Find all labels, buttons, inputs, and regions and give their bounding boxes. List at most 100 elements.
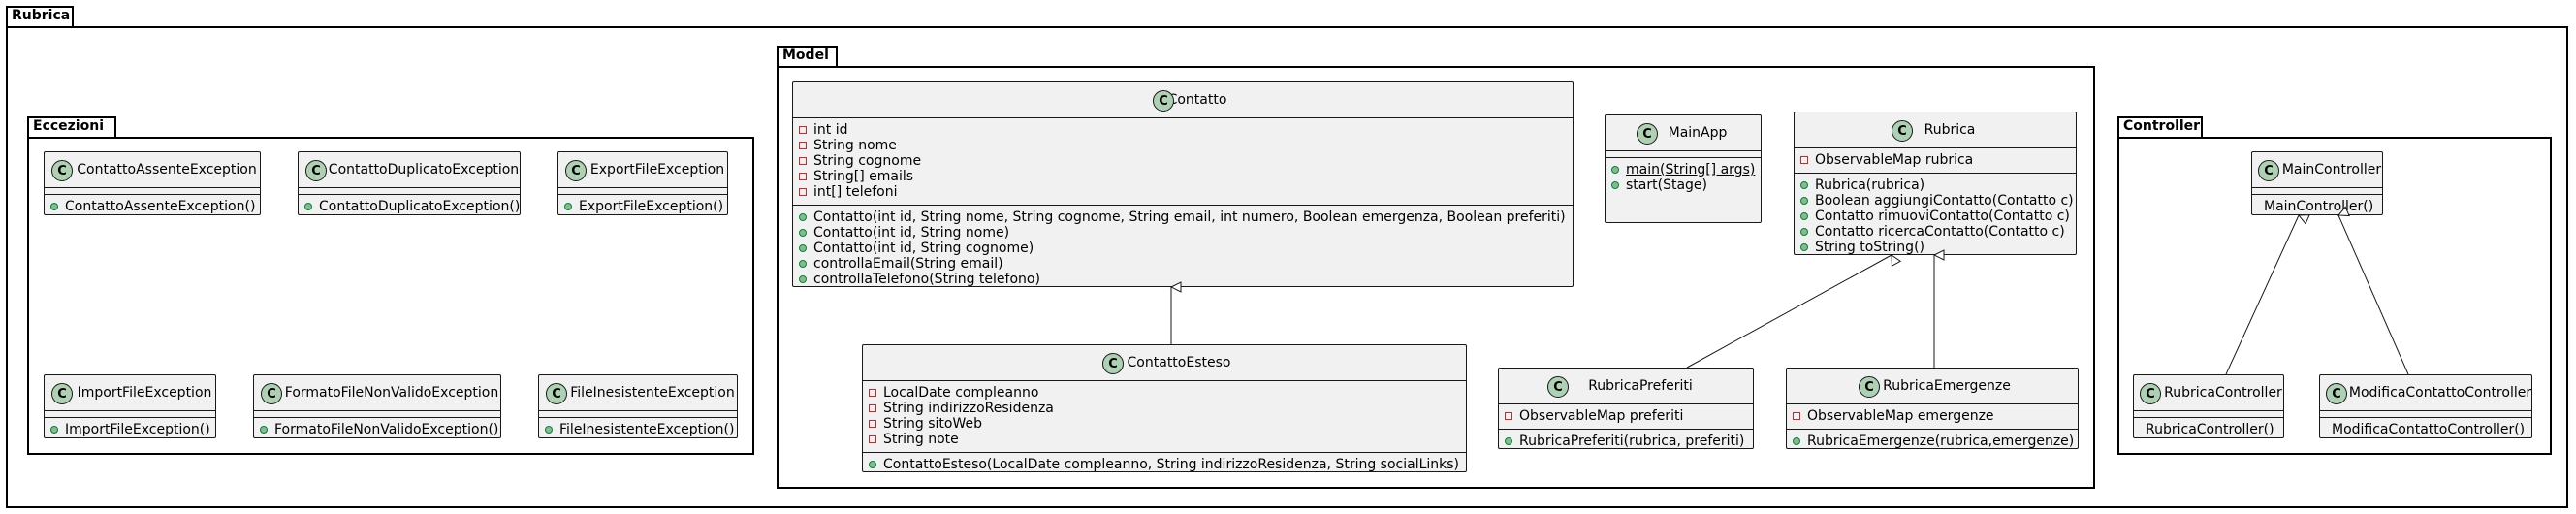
public-method-icon [1611,166,1619,174]
public-method-icon [799,213,807,221]
static-method: main(String[] args) [1626,162,1756,177]
private-field-icon [799,188,807,196]
class-rubrica-preferiti[interactable]: C RubricaPreferiti ObservableMap preferit… [1498,368,1754,449]
class-name: FormatoFileNonValidoException [284,385,499,401]
class-name: RubricaController [2164,385,2282,401]
class-name: Contatto [1167,92,1227,108]
class-icon: C [546,383,567,404]
public-method-icon [260,426,268,434]
public-method-icon [1793,437,1800,445]
class-icon: C [305,160,327,181]
class-icon: C [565,160,587,181]
private-field-icon [869,404,876,412]
methods-section: Rubrica(rubrica) Boolean aggiungiContatt… [1795,174,2076,260]
fields-section: ObservableMap emergenze [1787,404,2078,430]
class-icon: C [2258,160,2279,181]
edge-rubricapreferiti-rubrica [1686,255,1892,369]
class-icon: C [1102,353,1124,374]
fields-section: int id String nome String cognome String… [793,118,1573,206]
package-rubrica [6,26,2568,508]
class-name: FileInesistenteException [570,385,735,401]
public-method-icon [50,203,58,210]
class-name: Rubrica [1924,122,1976,138]
class-name: ContattoAssenteException [77,162,257,177]
methods-section: main(String[] args) start(Stage) [1606,158,1761,198]
private-field-icon [799,173,807,180]
public-method-icon [799,275,807,283]
fields-section: LocalDate compleanno String indirizzoRes… [863,381,1466,453]
public-method-icon [1800,243,1808,251]
class-name: MainController [2281,162,2382,177]
private-field-icon [869,435,876,443]
private-field-icon [799,126,807,134]
package-tab-model: Model [777,46,838,67]
class-name: ModificaContattoController [2348,385,2532,401]
public-method-icon [1800,228,1808,236]
private-field-icon [1800,156,1808,164]
private-field-icon [869,420,876,428]
class-name: ContattoDuplicatoException [328,162,520,177]
class-name: RubricaPreferiti [1588,378,1693,394]
public-method-icon [564,203,572,210]
public-method-icon [799,229,807,237]
class-icon: C [1547,376,1569,398]
package-model [777,66,2095,489]
public-method-icon [869,461,876,468]
class-icon: C [2140,383,2161,404]
class-icon: C [1859,376,1880,398]
public-method-icon [799,244,807,252]
public-method-icon [304,203,312,210]
class-name: MainApp [1668,125,1728,141]
class-icon: C [1892,120,1913,142]
class-name: ExportFileException [589,162,725,177]
class-name: ContattoEsteso [1127,355,1231,370]
edge-modificacontroller-maincontroller [2338,215,2409,375]
package-tab-controller: Controller [2117,116,2203,138]
public-method-icon [1611,181,1619,189]
class-icon: C [51,383,73,404]
package-tab-eccezioni: Eccezioni [27,116,116,138]
private-field-icon [799,157,807,165]
methods-section: RubricaEmergenze(rubrica,emergenze) [1787,430,2078,454]
package-eccezioni [27,137,754,455]
edge-rubricacontroller-maincontroller [2225,215,2299,375]
class-main-app[interactable]: C MainApp main(String[] args) start(Stage… [1605,114,1762,223]
public-method-icon [1505,437,1512,445]
fields-section: ObservableMap rubrica [1795,148,2076,174]
class-icon: C [2326,383,2347,404]
methods-section: Contatto(int id, String nome, String cog… [793,206,1573,292]
class-icon: C [51,160,73,181]
methods-section: ContattoEsteso(LocalDate compleanno, Str… [863,453,1466,477]
private-field-icon [869,389,876,397]
class-icon: C [1637,123,1658,145]
package-controller [2117,137,2552,455]
methods-section: RubricaPreferiti(rubrica, preferiti) [1499,430,1753,454]
public-method-icon [1800,181,1808,189]
private-field-icon [1505,412,1512,420]
public-method-icon [1800,212,1808,220]
public-method-icon [545,426,553,434]
public-method-icon [50,426,58,434]
class-name: RubricaEmergenze [1883,378,2011,394]
package-tab-rubrica: Rubrica [6,6,74,27]
fields-section: ObservableMap preferiti [1499,404,1753,430]
private-field-icon [799,142,807,149]
public-method-icon [1800,197,1808,205]
private-field-icon [1793,412,1800,420]
class-icon: C [1153,90,1174,112]
